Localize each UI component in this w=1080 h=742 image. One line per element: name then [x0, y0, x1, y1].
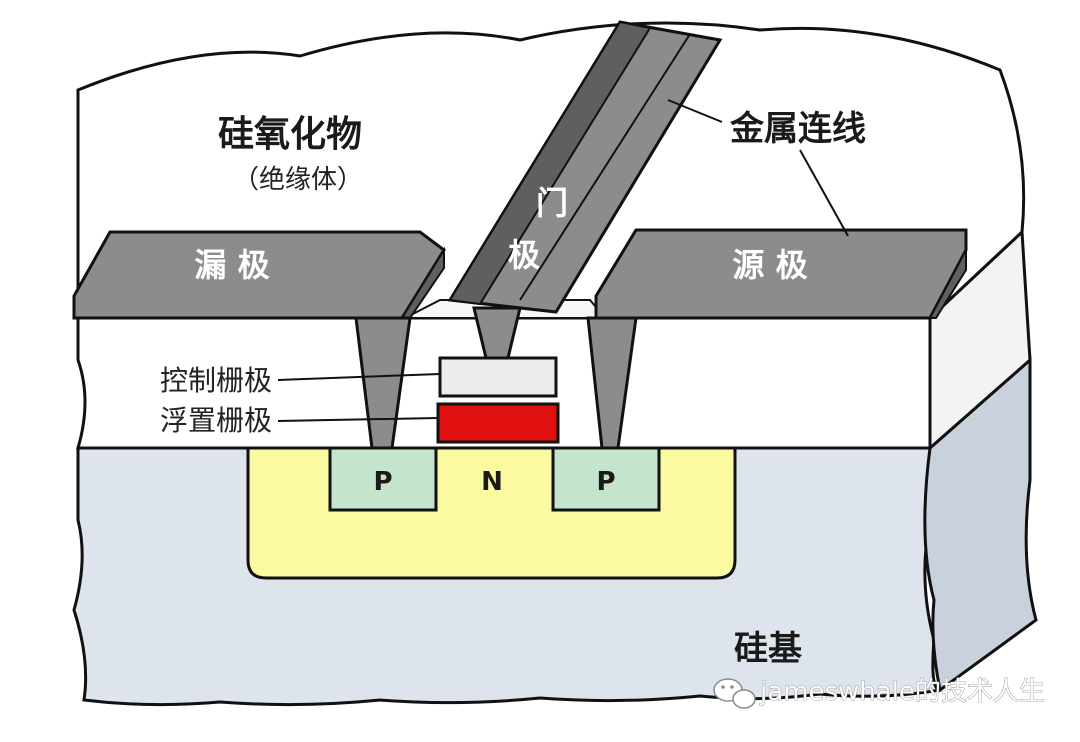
p-region-left [328, 446, 438, 512]
watermark-text: jameswhale的技术人生 [759, 677, 1045, 707]
wechat-icon [713, 678, 756, 709]
floating-gate-leader [277, 417, 439, 422]
metal-line-leader-2 [799, 149, 849, 237]
drain-contact-stem [354, 316, 412, 450]
control-gate-label: 控制栅极 [160, 364, 272, 397]
source-contact-stem [586, 316, 638, 450]
gate-label-bottom: 极 [508, 236, 540, 274]
metal-line-label: 金属连线 [729, 109, 866, 149]
gate-label-top: 门 [536, 184, 568, 222]
control-gate [438, 356, 558, 398]
metal-line-ridge [519, 33, 691, 301]
floating-gate-label: 浮置栅极 [160, 404, 272, 437]
control-gate-leader [277, 373, 441, 381]
source-label: 源 极 [732, 246, 807, 284]
substrate-side-face [923, 356, 1038, 693]
drain-label: 漏 极 [194, 246, 269, 284]
metal-line-top [448, 20, 652, 306]
oxide-note-label: （绝缘体） [233, 165, 363, 195]
p-right-label: P [596, 467, 615, 497]
p-region-right [551, 446, 661, 512]
oxide-label: 硅氧化物 [218, 114, 362, 155]
metal-line-leader-1 [667, 99, 723, 123]
floating-gate [436, 402, 560, 444]
substrate-label: 硅基 [734, 629, 802, 669]
n-region-label: N [481, 467, 503, 497]
p-left-label: P [373, 467, 392, 497]
source-electrode-side [928, 249, 967, 319]
